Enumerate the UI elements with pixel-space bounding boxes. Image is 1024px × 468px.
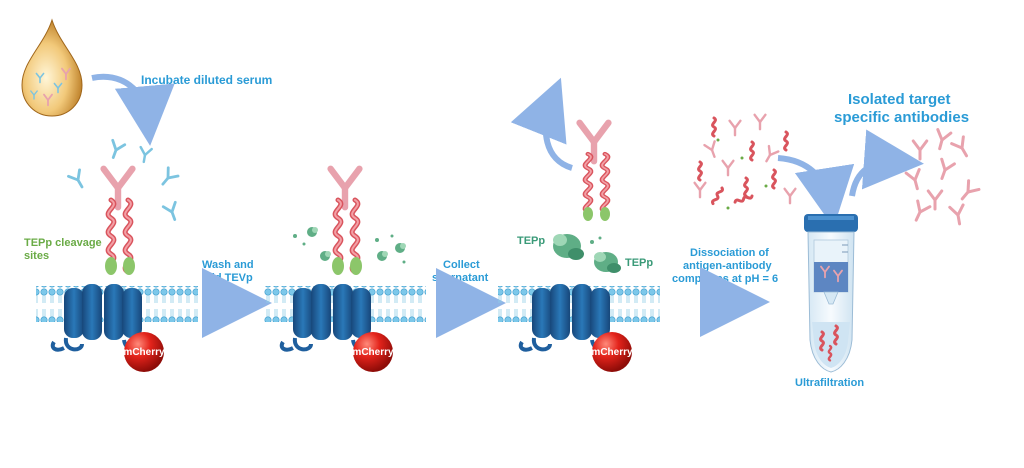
cleavage-label-line1: TEPp cleavage bbox=[24, 237, 102, 249]
incubate-label: Incubate diluted serum bbox=[141, 73, 272, 87]
tev-protease-icon bbox=[293, 227, 406, 264]
cleavage-site-icon bbox=[583, 207, 593, 221]
dissoc-label-line3: complexes at pH = 6 bbox=[672, 273, 778, 285]
mcherry-sphere-icon: mCherry bbox=[123, 332, 165, 372]
isolated-antibodies bbox=[904, 128, 981, 227]
tepp-label-left: TEPp bbox=[517, 235, 545, 247]
mcherry-sphere-icon: mCherry bbox=[591, 332, 633, 372]
serum-drop-icon bbox=[21, 18, 83, 117]
mcherry-label: mCherry bbox=[352, 347, 394, 358]
cleavage-site-icon bbox=[350, 257, 362, 275]
dissoc-label-line1: Dissociation of bbox=[690, 247, 769, 259]
collect-label-line1: Collect bbox=[443, 259, 480, 271]
cleavage-label-line2: sites bbox=[24, 250, 49, 262]
tepp-label-right: TEPp bbox=[625, 257, 653, 269]
wash-label-line1: Wash and bbox=[202, 259, 254, 271]
isolated-label-line2: specific antibodies bbox=[834, 109, 969, 126]
mcherry-sphere-icon: mCherry bbox=[352, 332, 394, 372]
tev-protease-icon bbox=[553, 234, 621, 273]
mcherry-label: mCherry bbox=[591, 347, 633, 358]
ultrafiltration-label: Ultrafiltration bbox=[795, 377, 864, 389]
incubate-arrow bbox=[91, 73, 175, 146]
dissociated-mixture bbox=[693, 113, 797, 210]
cleavage-site-icon bbox=[105, 257, 117, 275]
wash-label-line2: add TEVp bbox=[202, 272, 253, 284]
output-arrow bbox=[849, 129, 924, 197]
isolated-label-line1: Isolated target bbox=[848, 91, 951, 108]
dissoc-label-line2: antigen-antibody bbox=[683, 260, 772, 272]
collect-label-line2: spernatant bbox=[432, 272, 489, 284]
tube-arrow bbox=[777, 155, 855, 228]
cleavage-site-icon bbox=[123, 257, 135, 275]
ultrafiltration-tube-icon bbox=[804, 214, 858, 373]
release-arrow bbox=[510, 77, 574, 171]
cleavage-site-icon bbox=[600, 207, 610, 221]
mcherry-label: mCherry bbox=[123, 347, 165, 358]
cleavage-site-icon bbox=[332, 257, 344, 275]
